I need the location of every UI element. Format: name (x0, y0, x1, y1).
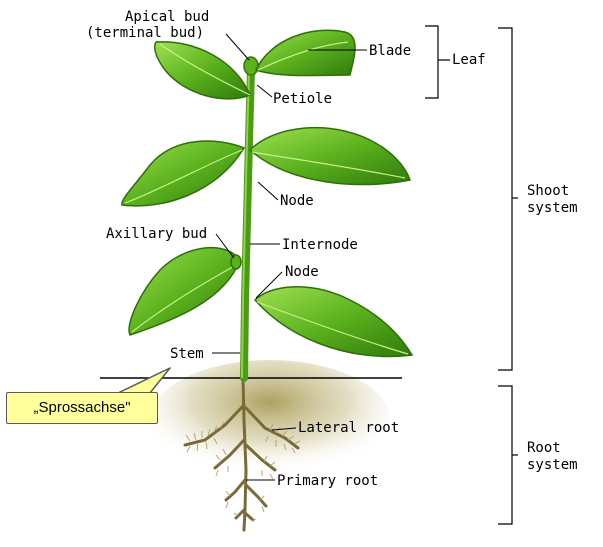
apical-bud-drawing (243, 56, 259, 76)
label-lateral-root: Lateral root (298, 420, 399, 436)
label-axillary-bud: Axillary bud (106, 226, 207, 242)
label-shoot: Shoot (527, 183, 569, 199)
callout-sprossachse: „Sprossachse" (6, 392, 158, 424)
root-hairs (185, 421, 301, 522)
label-petiole: Petiole (273, 91, 332, 107)
brackets (425, 25, 518, 525)
root-system-drawing (183, 376, 300, 532)
label-node-lower: Node (285, 264, 319, 280)
label-blade: Blade (369, 43, 411, 59)
label-primary-root: Primary root (277, 473, 378, 489)
soil-shading (150, 360, 390, 480)
label-stem: Stem (170, 346, 204, 362)
label-terminal-bud: (terminal bud) (86, 25, 204, 41)
stem-drawing (240, 66, 255, 382)
label-root: Root (527, 440, 561, 456)
leader-lines (212, 33, 367, 481)
leaves-drawing (121, 29, 414, 358)
label-leaf: Leaf (452, 52, 486, 68)
label-internode: Internode (282, 237, 358, 253)
label-shoot-system: system (527, 200, 578, 216)
label-root-system: system (527, 457, 578, 473)
callout-pointer (117, 367, 171, 394)
label-node-upper: Node (280, 193, 314, 209)
label-apical-bud: Apical bud (125, 9, 209, 25)
